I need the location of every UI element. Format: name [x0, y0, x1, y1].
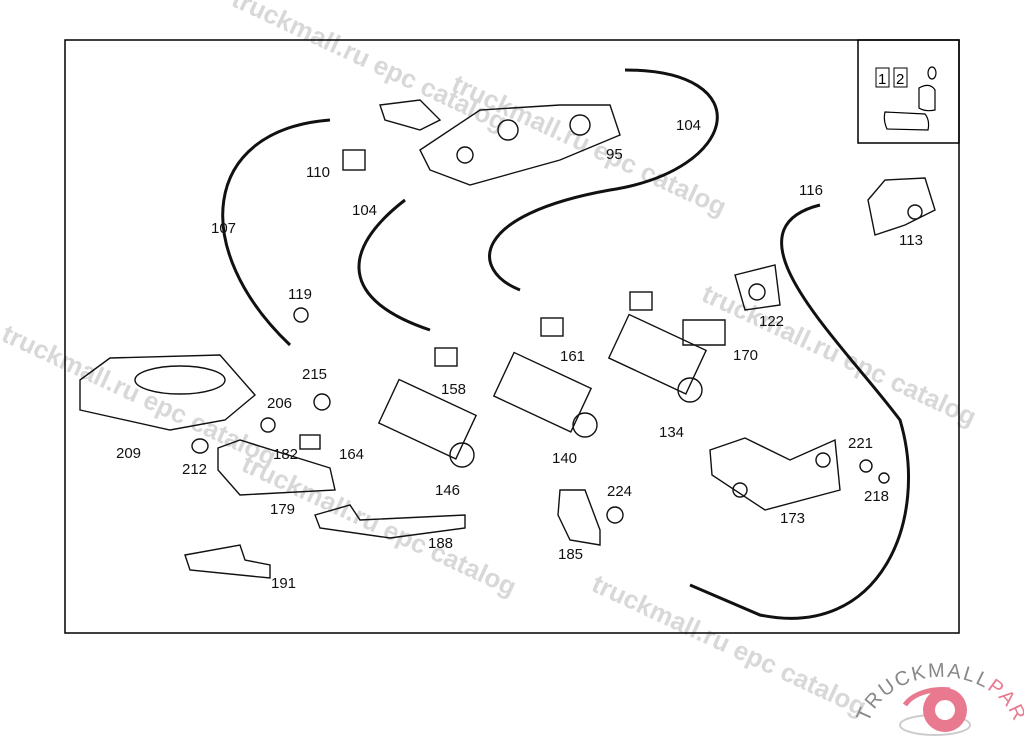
label-188: 188 [428, 535, 453, 552]
label-113: 113 [899, 232, 923, 249]
motor-146 [377, 378, 478, 468]
watermark: truckmall.ru epc catalog [447, 68, 731, 222]
label-185: 185 [558, 546, 583, 563]
inset-box-1: 1 [878, 71, 886, 88]
label-224: 224 [607, 483, 632, 500]
parts [79, 99, 936, 579]
label-110: 110 [306, 164, 330, 181]
label-179: 179 [270, 501, 295, 518]
label-104: 104 [352, 202, 377, 219]
label-212: 212 [182, 461, 207, 478]
label-116: 116 [799, 182, 823, 199]
label-95: 95 [606, 146, 623, 163]
label-107: 107 [211, 220, 236, 237]
label-119: 119 [288, 286, 312, 303]
seat-icon [883, 66, 937, 131]
motor-134 [607, 313, 708, 403]
part-labels: 104 95 110 107 104 116 113 119 122 161 1… [116, 117, 923, 592]
label-170: 170 [733, 347, 758, 364]
watermark: truckmall.ru epc catalog [587, 568, 871, 722]
label-122: 122 [759, 313, 784, 330]
label-191: 191 [271, 575, 296, 592]
label-140: 140 [552, 450, 577, 467]
motor-140 [492, 351, 598, 438]
watermark: truckmall.ru epc catalog [227, 0, 511, 137]
label-215: 215 [302, 366, 327, 383]
diagram-frame [64, 39, 960, 634]
cables [221, 68, 910, 620]
watermarks: truckmall.ru epc catalog truckmall.ru ep… [0, 0, 981, 722]
label-218: 218 [864, 488, 889, 505]
label-182: 182 [273, 446, 298, 463]
label-146: 146 [435, 482, 460, 499]
inset-seat-view: 1 2 [857, 39, 960, 144]
label-161: 161 [560, 348, 585, 365]
label-206: 206 [267, 395, 292, 412]
label-158: 158 [441, 381, 466, 398]
label-221: 221 [848, 435, 873, 452]
inset-box-2: 2 [896, 71, 904, 88]
label-134: 134 [659, 424, 684, 441]
label-173: 173 [780, 510, 805, 527]
label-209: 209 [116, 445, 141, 462]
label-164: 164 [339, 446, 364, 463]
label-104: 104 [676, 117, 701, 134]
